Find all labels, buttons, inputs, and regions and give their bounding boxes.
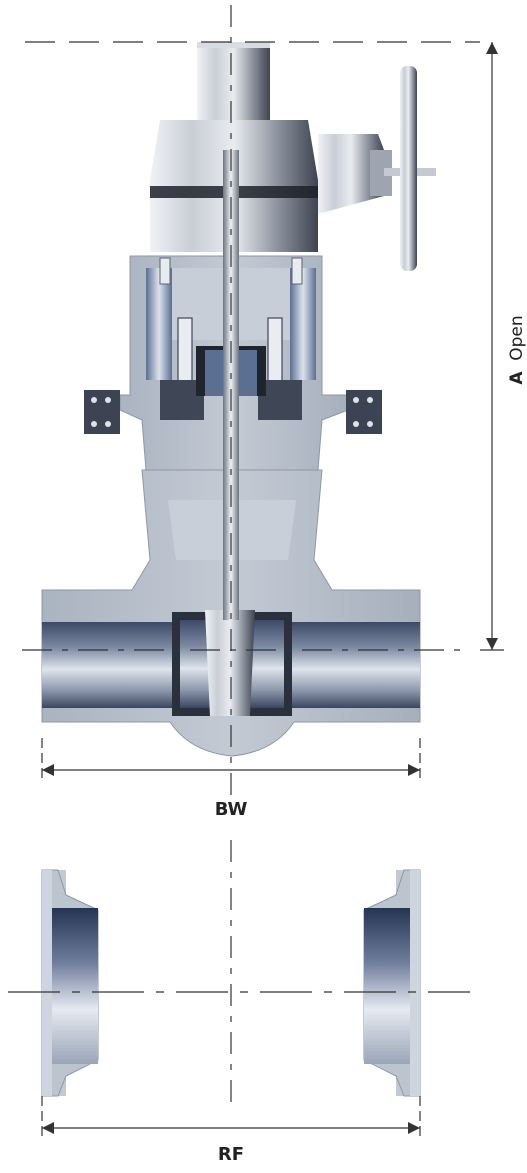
lifting-lug-left	[84, 390, 120, 434]
handwheel-icon	[400, 66, 417, 271]
stem-cover	[197, 42, 270, 120]
dimension-bw	[41, 738, 421, 782]
bw-label: BW	[215, 799, 248, 820]
valve-stem	[223, 150, 239, 620]
lifting-lug-right	[346, 390, 382, 434]
centerlines-upper	[22, 5, 480, 800]
gear-operator	[150, 66, 436, 271]
dimension-rf	[42, 1122, 420, 1134]
flange-left	[41, 869, 99, 1097]
gate-disc	[205, 610, 255, 716]
centerlines-lower	[8, 840, 470, 1140]
flange-right	[363, 869, 421, 1097]
dimension-a-label: A Open	[507, 315, 527, 384]
dimension-a-open	[480, 42, 504, 651]
rf-label: RF	[218, 1144, 244, 1165]
